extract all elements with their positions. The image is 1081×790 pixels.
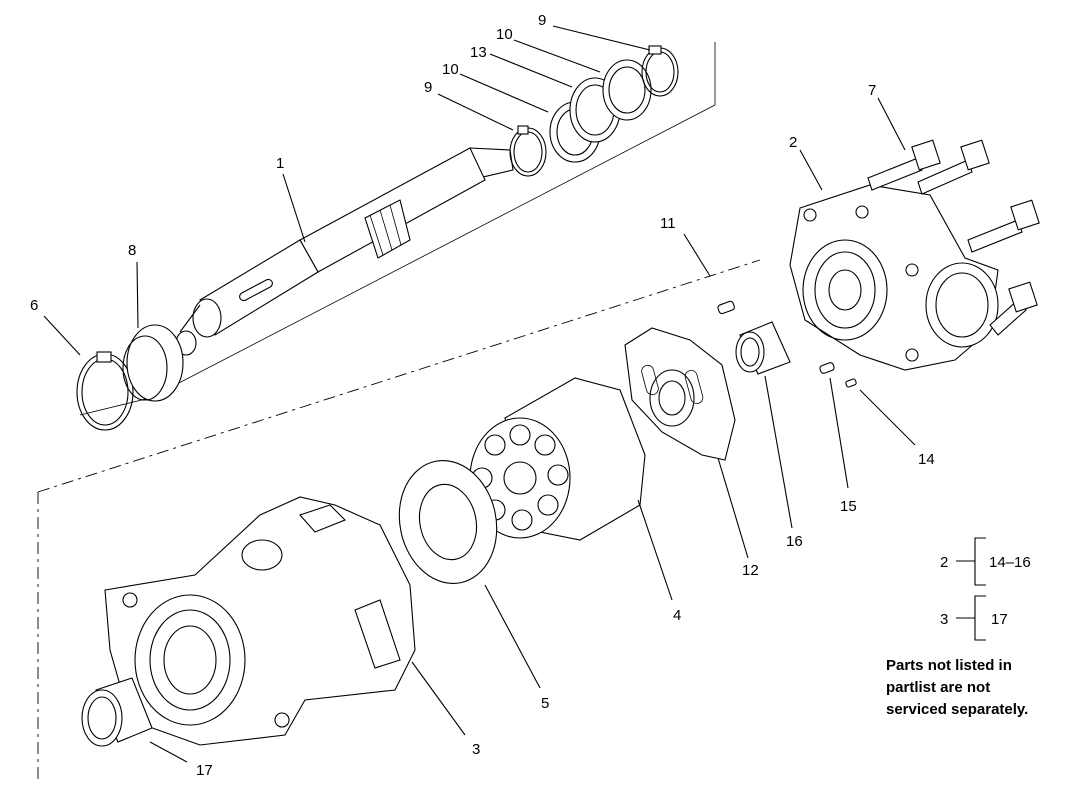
group-2-children: 14–16 bbox=[989, 554, 1031, 571]
callout-14: 14 bbox=[918, 451, 935, 468]
part-port-plate-12 bbox=[624, 327, 736, 461]
part-swash-plate-5 bbox=[398, 459, 498, 585]
part-retaining-ring-9a bbox=[509, 125, 547, 177]
note-line-2: partlist are not bbox=[886, 679, 990, 696]
callout-10b: 10 bbox=[496, 26, 513, 43]
callout-4: 4 bbox=[673, 607, 681, 624]
callout-7: 7 bbox=[868, 82, 876, 99]
part-bearing-16 bbox=[735, 321, 791, 375]
callout-16: 16 bbox=[786, 533, 803, 550]
group-3-children: 17 bbox=[991, 611, 1008, 628]
part-seal-8 bbox=[122, 324, 184, 402]
part-bolts-7 bbox=[867, 139, 1040, 336]
callout-10a: 10 bbox=[442, 61, 459, 78]
callout-9b: 9 bbox=[538, 12, 546, 29]
callout-3: 3 bbox=[472, 741, 480, 758]
note-line-1: Parts not listed in bbox=[886, 657, 1012, 674]
group-legend-2: 2 14–16 bbox=[940, 537, 1031, 586]
callout-8: 8 bbox=[128, 242, 136, 259]
callout-11: 11 bbox=[660, 215, 676, 232]
group-legend-3: 3 17 bbox=[940, 595, 1008, 641]
part-bushing-17 bbox=[81, 677, 153, 747]
callout-17: 17 bbox=[196, 762, 213, 779]
part-cylinder-block-4 bbox=[469, 377, 646, 541]
part-snap-ring-6 bbox=[76, 351, 134, 431]
callout-12: 12 bbox=[742, 562, 759, 579]
callout-9a: 9 bbox=[424, 79, 432, 96]
part-washer-10b bbox=[602, 59, 652, 121]
note-line-3: serviced separately. bbox=[886, 701, 1028, 718]
callout-2: 2 bbox=[789, 134, 797, 151]
callout-labels: 1 2 3 4 5 6 7 8 9 9 10 10 11 12 13 14 15… bbox=[30, 12, 935, 779]
service-note: Parts not listed in partlist are not ser… bbox=[886, 657, 1028, 718]
assembly-axis-lines bbox=[37, 42, 761, 780]
callout-15: 15 bbox=[840, 498, 857, 515]
group-2-parent: 2 bbox=[940, 554, 948, 571]
part-retaining-ring-9b bbox=[641, 45, 679, 97]
callout-6: 6 bbox=[30, 297, 38, 314]
callout-1: 1 bbox=[276, 155, 284, 172]
callout-13: 13 bbox=[470, 44, 487, 61]
part-shaft bbox=[175, 147, 514, 356]
group-3-parent: 3 bbox=[940, 611, 948, 628]
part-pins bbox=[717, 300, 857, 388]
callout-5: 5 bbox=[541, 695, 549, 712]
part-housing-3 bbox=[104, 496, 416, 746]
leader-lines bbox=[43, 25, 916, 763]
part-end-cover-2 bbox=[789, 184, 999, 371]
